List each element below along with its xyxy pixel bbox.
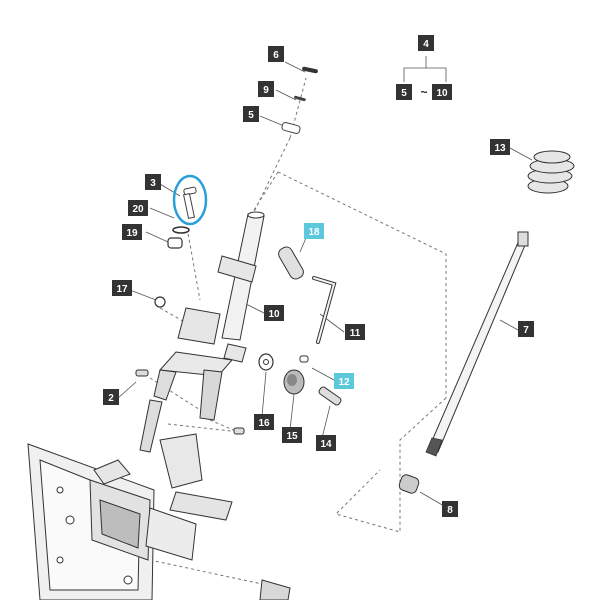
callout-13: 13	[494, 143, 506, 154]
steering-shaft-part-7	[425, 231, 529, 457]
stud-part-14	[318, 386, 342, 406]
callout-box	[490, 139, 510, 155]
callout-box	[103, 389, 119, 405]
callout-9: 9	[263, 85, 269, 96]
callout-box	[316, 435, 336, 451]
callout-10-range: 10	[436, 88, 448, 99]
callout-box	[254, 414, 274, 430]
lever-part-11	[312, 276, 337, 344]
callout-17: 17	[116, 284, 128, 295]
callout-box	[518, 321, 534, 337]
callout-box	[418, 35, 434, 51]
callout-box	[243, 106, 259, 122]
callout-box	[442, 501, 458, 517]
callout-8: 8	[447, 505, 453, 516]
nut-part-17	[154, 296, 166, 308]
callout-6: 6	[273, 50, 279, 61]
callout-18: 18	[308, 227, 320, 238]
callout-12: 12	[338, 377, 350, 388]
callout-11: 11	[350, 328, 361, 339]
callout-box	[432, 84, 452, 100]
callout-4: 4	[423, 39, 429, 50]
callout-box	[258, 81, 274, 97]
callout-5: 5	[248, 110, 254, 121]
callout-2: 2	[108, 393, 114, 404]
bellows-part-13	[527, 150, 575, 194]
callout-14: 14	[320, 439, 332, 450]
callout-15: 15	[286, 431, 298, 442]
callout-19: 19	[126, 228, 138, 239]
callout-box	[112, 280, 132, 296]
callout-7: 7	[523, 325, 529, 336]
pin-part-6	[302, 66, 318, 74]
steering-column-part-10	[153, 211, 265, 421]
callout-texts: 6 9 5 4 5 ~ 10 13 3 20 19 18 17 10 11 7 …	[108, 39, 529, 516]
callout-box	[345, 324, 365, 340]
callout-box	[396, 84, 412, 100]
bushing-part-5	[281, 121, 301, 135]
callout-box	[304, 223, 324, 239]
highlight-circle	[172, 174, 208, 226]
callout-10: 10	[268, 309, 280, 320]
grip-part-18	[278, 246, 304, 280]
callout-20: 20	[132, 204, 144, 215]
lever-part-11-core	[313, 277, 336, 343]
nut-part-19	[167, 237, 183, 249]
pedal-frame	[27, 399, 291, 600]
callout-box	[264, 305, 284, 321]
bolt-lower	[233, 427, 245, 435]
pin-part-12	[299, 355, 309, 363]
callout-box	[268, 46, 284, 62]
bolt-part-3	[182, 186, 197, 219]
ring-part-9	[294, 95, 306, 102]
callout-box	[282, 427, 302, 443]
callout-3: 3	[150, 178, 156, 189]
callout-boxes	[103, 35, 534, 517]
callout-box	[128, 200, 148, 216]
callout-5-range: 5	[401, 88, 407, 99]
callout-box	[122, 224, 142, 240]
callout-box	[145, 174, 161, 190]
washer-part-16	[258, 353, 274, 371]
bushing-part-8	[398, 474, 420, 494]
callout-box	[334, 373, 354, 389]
callout-tilde: ~	[420, 85, 427, 99]
bolt-part-2	[135, 369, 149, 377]
callout-16: 16	[258, 418, 270, 429]
knob-part-15	[283, 369, 305, 395]
washer-part-20	[172, 226, 190, 234]
